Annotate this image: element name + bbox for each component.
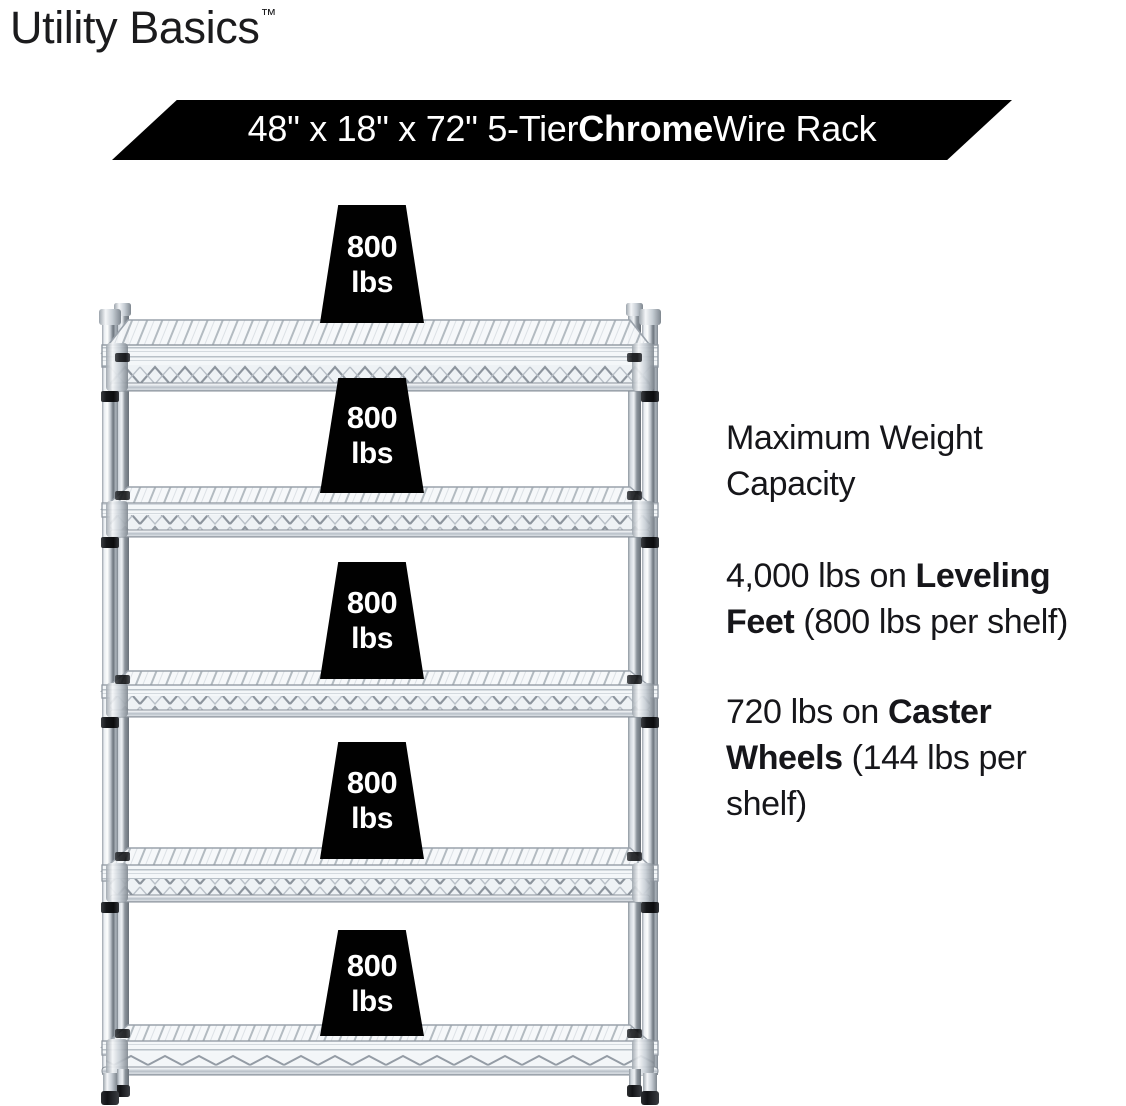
- banner-title-text: 48" x 18" x 72" 5-Tier Chrome Wire Rack: [112, 100, 1012, 160]
- callout-text: 800 lbs: [320, 742, 424, 859]
- callout-unit: lbs: [351, 437, 393, 470]
- rack-svg: [99, 303, 661, 1105]
- callout-value: 800: [346, 400, 398, 435]
- callout-trapezoid-shape: [320, 378, 424, 493]
- callout-trapezoid-shape: [320, 742, 424, 859]
- callout-text: 800 lbs: [320, 930, 424, 1036]
- shelf-tier-1: [100, 319, 659, 402]
- callout-trapezoid-shape: [320, 930, 424, 1036]
- shelf-tier-2: [100, 486, 659, 548]
- callout-unit: lbs: [351, 984, 393, 1018]
- banner-text-prefix: 48" x 18" x 72" 5-Tier: [247, 108, 579, 149]
- spec-heading: Maximum Weight Capacity: [726, 419, 983, 503]
- shelf-tier-5: [100, 1024, 659, 1076]
- leveling-label: Leveling Feet: [726, 557, 1051, 641]
- shelf-tier-4: [100, 847, 659, 913]
- weight-callout-shelf-2: 800 lbs: [320, 378, 424, 493]
- banner-text-bold: Chrome: [578, 108, 714, 149]
- caster-label: Caster Wheels: [726, 693, 992, 777]
- banner-background-shape: [112, 100, 1012, 160]
- callout-text: 800 lbs: [320, 205, 424, 323]
- callout-unit: lbs: [351, 802, 393, 835]
- callout-value: 800: [346, 585, 398, 620]
- spec-leveling-feet: 4,000 lbs on Leveling Feet (800 lbs per …: [726, 553, 1102, 645]
- weight-callout-shelf-1: 800 lbs: [320, 205, 424, 323]
- callout-trapezoid-shape: [320, 205, 424, 323]
- spec-caster-wheels: 720 lbs on Caster Wheels (144 lbs per sh…: [726, 689, 1102, 827]
- callout-value: 800: [346, 947, 398, 983]
- callout-value: 800: [346, 228, 398, 264]
- brand-name: Utility Basics: [10, 2, 260, 53]
- callout-text: 800 lbs: [320, 562, 424, 679]
- weight-capacity-panel: Maximum Weight Capacity 4,000 lbs on Lev…: [726, 415, 1106, 827]
- weight-callout-shelf-5: 800 lbs: [320, 930, 424, 1036]
- weight-callout-shelf-4: 800 lbs: [320, 742, 424, 859]
- trademark-symbol: ™: [260, 7, 277, 24]
- callout-value: 800: [346, 765, 398, 800]
- weight-callout-shelf-3: 800 lbs: [320, 562, 424, 679]
- chrome-wire-rack-illustration: [80, 185, 680, 1106]
- callout-unit: lbs: [351, 622, 393, 655]
- callout-unit: lbs: [351, 265, 393, 299]
- callout-trapezoid-shape: [320, 562, 424, 679]
- leveling-total: 4,000 lbs on: [726, 557, 916, 595]
- leveling-per-shelf: (800 lbs per shelf): [794, 603, 1068, 641]
- leveling-feet: [101, 1069, 659, 1105]
- caster-per-shelf: (144 lbs per shelf): [726, 739, 1027, 823]
- product-title-banner: 48" x 18" x 72" 5-Tier Chrome Wire Rack: [112, 100, 1012, 160]
- shelf-tier-3: [99, 670, 659, 728]
- banner-text-suffix: Wire Rack: [713, 108, 877, 149]
- callout-text: 800 lbs: [320, 378, 424, 493]
- brand-logo: Utility Basics ™: [10, 2, 276, 54]
- caster-total: 720 lbs on: [726, 693, 888, 731]
